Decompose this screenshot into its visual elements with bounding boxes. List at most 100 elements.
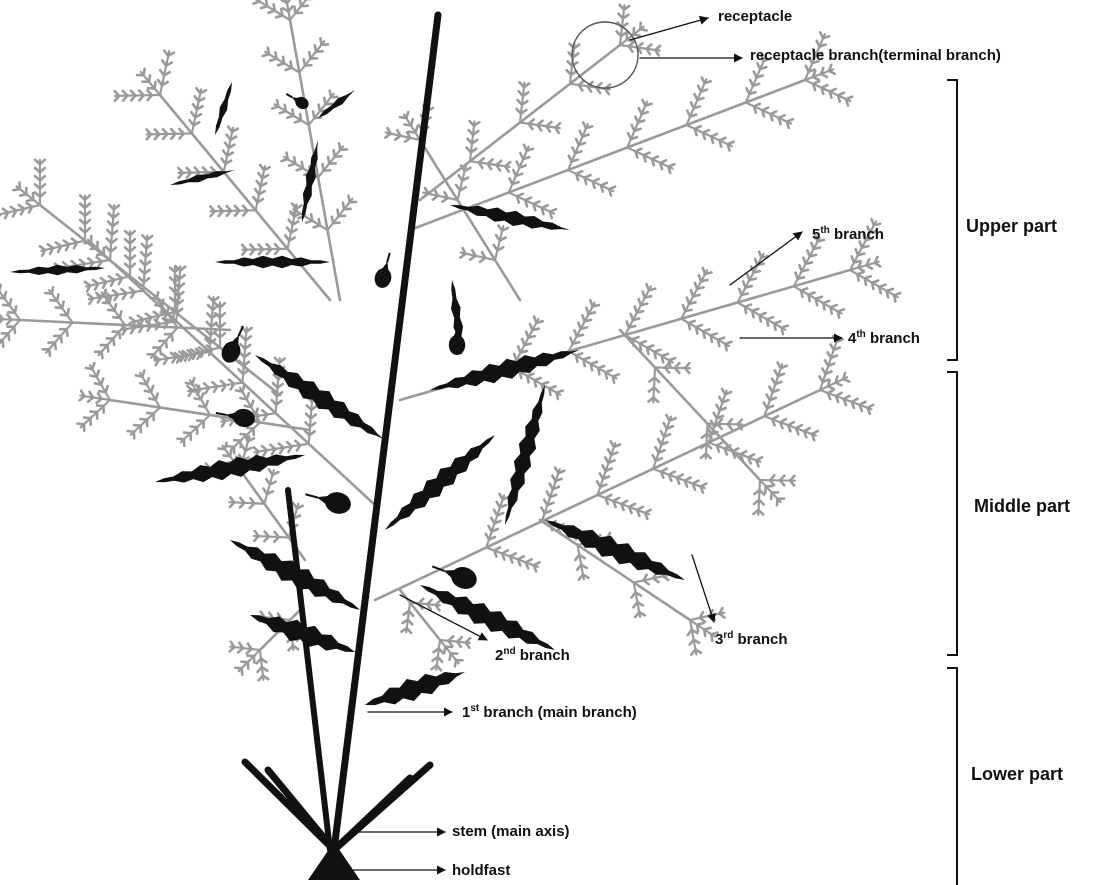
terminal-twig (0, 320, 20, 353)
lower-right-branch (540, 520, 725, 655)
blade-right-vertical (505, 385, 545, 525)
terminal-twig (80, 195, 90, 240)
stem-tubercle (362, 594, 369, 601)
lower-part-label: Lower part (971, 764, 1063, 785)
terminal-twig (291, 205, 328, 230)
stem-tubercle (354, 660, 361, 667)
terminal-twig (210, 206, 255, 216)
terminal-twig (40, 239, 85, 256)
terminal-twig (401, 603, 413, 633)
terminal-twig (190, 88, 206, 133)
stem-tubercle (366, 561, 373, 568)
stem-tubercle (363, 583, 370, 590)
stem-tubercle (357, 638, 364, 645)
blade-first-branch (365, 672, 465, 705)
terminal-twig (681, 319, 731, 351)
terminal-twig (158, 51, 174, 95)
terminal-twig (850, 270, 900, 302)
terminal-twig (230, 642, 260, 654)
terminal-twig (598, 495, 651, 519)
stem-tubercle (346, 726, 353, 733)
terminal-twig (520, 120, 560, 133)
terminal-twig (513, 368, 563, 400)
blade-left-inner (255, 355, 385, 440)
terminal-twig (263, 48, 300, 73)
terminal-twig (820, 390, 873, 414)
terminal-twig (620, 42, 660, 55)
terminal-twig (257, 650, 269, 680)
terminal-twig (687, 125, 734, 150)
stem-tubercle (369, 539, 376, 546)
terminal-twig (254, 441, 309, 457)
stem-tubercle (367, 550, 374, 557)
stem-tubercle (347, 715, 354, 722)
terminal-twig (78, 400, 110, 431)
terminal-twig (43, 323, 73, 356)
stem-tubercle (348, 704, 355, 711)
basal-branch-right-2 (334, 778, 410, 850)
blade-top-center-2 (318, 90, 355, 118)
terminal-twig (239, 327, 252, 382)
upper-part-label: Upper part (966, 216, 1057, 237)
terminal-twig (690, 608, 725, 622)
terminal-twig (136, 371, 160, 408)
vesicle-lower-center (303, 484, 354, 517)
terminal-twig (738, 303, 788, 335)
terminal-twig (264, 469, 279, 503)
stem-tubercle (359, 616, 366, 623)
receptacle-branch-system (420, 5, 660, 200)
annotation-lines (350, 18, 957, 885)
stem-label: stem (main axis) (452, 823, 570, 840)
terminal-twig (753, 480, 764, 515)
blade-upper-left (215, 256, 330, 269)
right-mid-branch (620, 330, 795, 515)
terminal-twig (764, 416, 817, 440)
terminal-twig (805, 80, 852, 105)
terminal-twig (88, 288, 143, 304)
lower-part-bracket (947, 668, 957, 885)
vesicle-center (449, 319, 465, 355)
terminal-twig (850, 257, 880, 271)
middle-part-label: Middle part (974, 496, 1070, 517)
stem-main-axis (334, 15, 438, 850)
terminal-twig (494, 226, 508, 260)
terminal-twig (648, 368, 659, 403)
middle-part-bracket (947, 372, 957, 655)
terminal-twig (299, 38, 328, 72)
stem-tubercle (350, 693, 357, 700)
stem-tubercle (358, 627, 365, 634)
stem-tubercle (351, 682, 358, 689)
receptacle-branch-label: receptacle branch(terminal branch) (750, 47, 1001, 64)
stem-tubercle (343, 748, 350, 755)
second-branch-label: 2nd branch (495, 647, 570, 664)
blade-top-center (302, 140, 318, 222)
receptacle-label: receptacle (718, 8, 792, 25)
black-thallus-parts (10, 15, 685, 880)
terminal-twig (569, 351, 619, 383)
terminal-twig (254, 531, 289, 542)
blade-center-1 (385, 435, 495, 530)
upper-part-bracket (947, 80, 957, 360)
terminal-twig (45, 287, 72, 322)
fifth-branch-arrow (730, 232, 802, 285)
terminal-twig (290, 0, 319, 20)
terminal-twig (187, 380, 242, 396)
terminal-twig (470, 158, 510, 171)
holdfast-label: holdfast (452, 862, 510, 879)
terminal-twig (222, 127, 238, 172)
terminal-twig (253, 165, 269, 210)
terminal-twig (139, 235, 152, 290)
terminal-twig (627, 148, 674, 173)
terminal-twig (115, 90, 160, 100)
terminal-twig (746, 103, 793, 128)
vesicle-upper-center (372, 251, 397, 290)
blade-inner-right (430, 350, 580, 390)
stem-tubercle (372, 517, 379, 524)
terminal-twig (794, 286, 844, 318)
stem-tubercle (361, 605, 368, 612)
terminal-twig (318, 143, 347, 177)
fifth-branch-label: 5th branch (812, 226, 884, 243)
stem-tubercle (344, 737, 351, 744)
terminal-twig (95, 325, 125, 358)
